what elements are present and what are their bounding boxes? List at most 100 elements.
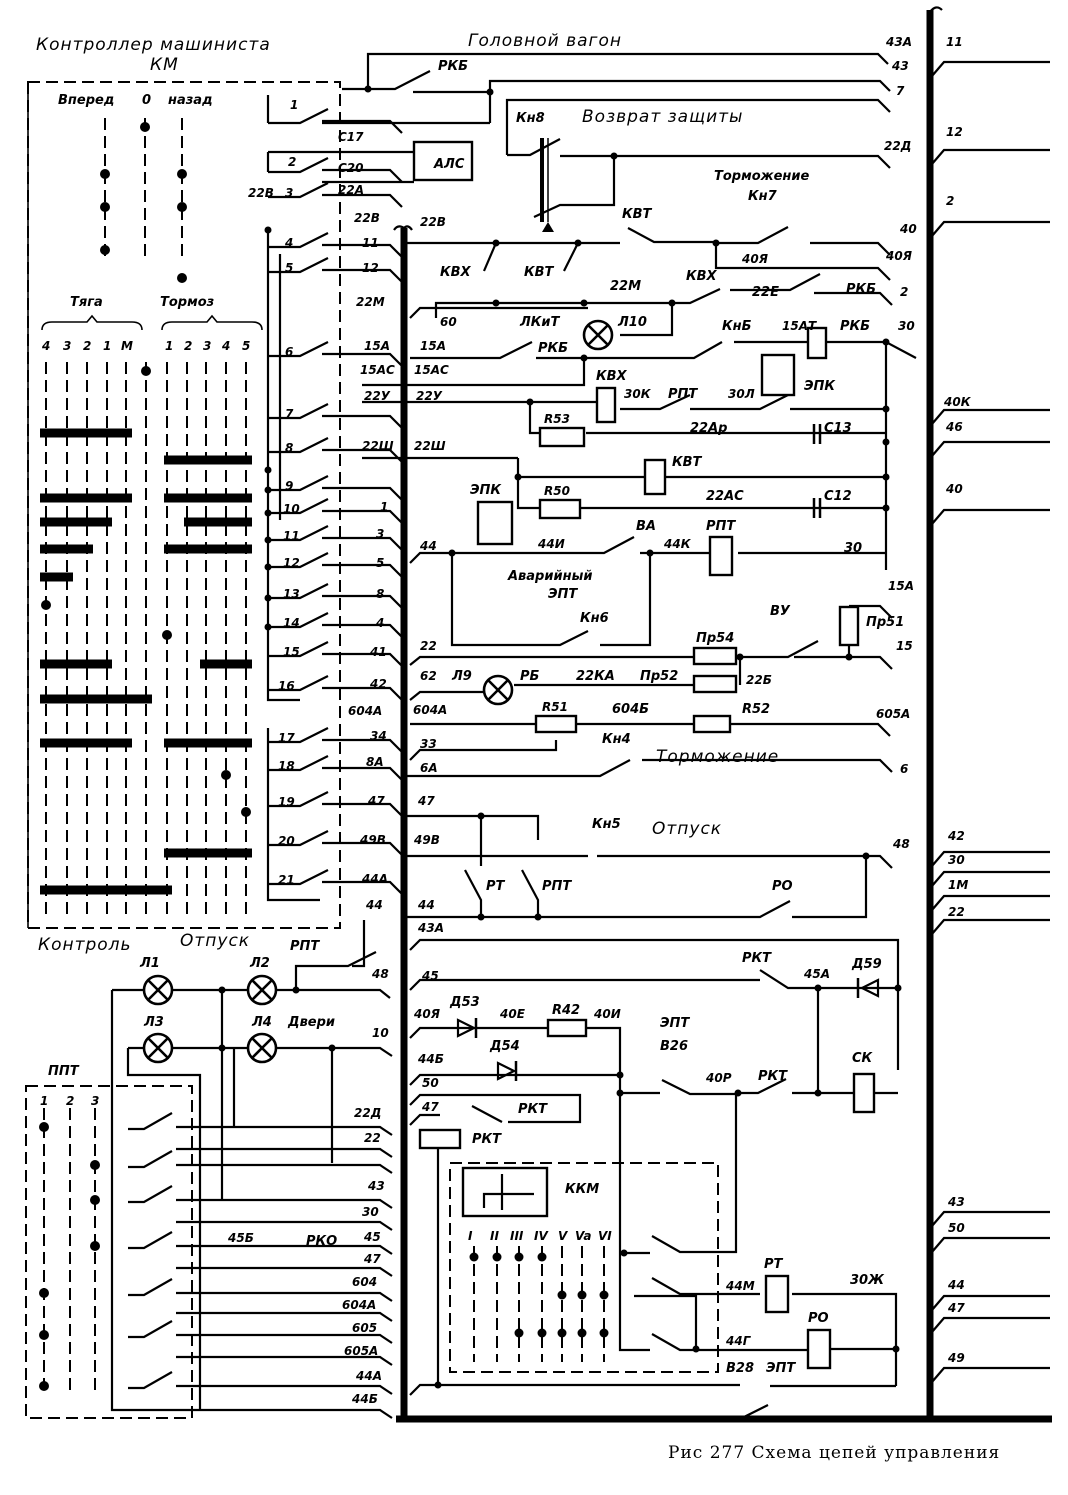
lamp-l3 (142, 1032, 174, 1064)
trainline-wire (931, 1366, 1050, 1383)
controller-contact-switch (268, 108, 329, 125)
controller-contact-link (266, 150, 414, 172)
ppt-contact-switch (128, 1278, 173, 1297)
ppt-output-wire (176, 1311, 393, 1322)
svg-text:22Ш: 22Ш (414, 439, 446, 453)
svg-text:РТ: РТ (764, 1257, 784, 1272)
svg-text:ЭПТ: ЭПТ (766, 1361, 796, 1376)
svg-text:43: 43 (947, 1195, 965, 1209)
controller-contact-switch (268, 612, 329, 629)
svg-text:41: 41 (369, 645, 387, 659)
svg-text:РПТ: РПТ (290, 939, 320, 954)
kkm-frame (449, 1162, 719, 1373)
svg-text:В26: В26 (660, 1039, 688, 1054)
kvh-coil (595, 386, 617, 424)
ppt-output-wire (176, 1244, 393, 1255)
svg-text:44: 44 (947, 1278, 965, 1292)
svg-text:ВУ: ВУ (770, 604, 791, 619)
svg-text:22Д: 22Д (884, 139, 911, 153)
svg-text:15: 15 (283, 645, 300, 659)
svg-text:44Б: 44Б (351, 1392, 378, 1406)
svg-text:8: 8 (376, 587, 384, 601)
controller-contact-wire (322, 766, 403, 781)
svg-text:Торможение: Торможение (656, 747, 779, 767)
lamp-cross (251, 1037, 273, 1059)
svg-text:РКТ: РКТ (742, 951, 772, 966)
svg-text:40: 40 (945, 482, 963, 496)
svg-text:21: 21 (278, 873, 295, 887)
svg-text:1: 1 (380, 500, 388, 514)
controller-contact-wire (322, 738, 403, 753)
lamp-l2 (246, 974, 278, 1006)
svg-text:11: 11 (362, 236, 379, 250)
svg-text:10: 10 (372, 1026, 389, 1040)
ppt-contact-switch (128, 1112, 173, 1131)
svg-text:22В: 22В (354, 211, 380, 225)
svg-text:КВТ: КВТ (622, 207, 653, 222)
svg-text:R51: R51 (542, 700, 568, 714)
svg-text:18: 18 (278, 759, 295, 773)
controller-contact-wire (322, 686, 403, 701)
svg-text:ВА: ВА (636, 519, 656, 534)
wire-labels-left: С17 С20 22А 22В 11 12 22М 15А 15АС 22У 2… (338, 130, 395, 1406)
svg-text:43: 43 (891, 59, 909, 73)
svg-text:22Ар: 22Ар (690, 421, 727, 436)
controller-contact-switch (268, 498, 329, 515)
controller-contact-switch (268, 675, 329, 692)
ppt-output-wire (176, 1355, 393, 1366)
svg-text:40К: 40К (943, 395, 972, 409)
svg-text:С20: С20 (338, 161, 364, 175)
controller-contact-switch (268, 552, 329, 569)
controller-title: Контроллер машиниста (36, 35, 271, 55)
svg-text:5: 5 (285, 261, 293, 275)
trainline-wire (931, 60, 1050, 77)
svg-text:ЭПТ: ЭПТ (548, 587, 578, 602)
svg-text:15А: 15А (888, 579, 914, 593)
svg-text:43А: 43А (885, 35, 912, 49)
lamp-wire (294, 920, 377, 990)
svg-text:РКТ: РКТ (472, 1132, 502, 1147)
svg-text:8: 8 (285, 441, 293, 455)
brake-label: Тормоз (160, 295, 214, 310)
svg-text:С12: С12 (824, 489, 852, 504)
ppt-output-wire (176, 1291, 393, 1302)
svg-text:30Ж: 30Ж (850, 1273, 885, 1288)
lamp-cross (251, 979, 273, 1001)
r51-resistor (534, 714, 578, 734)
svg-text:22В: 22В (248, 186, 274, 200)
svg-text:1М: 1М (948, 878, 968, 892)
junction-dot (264, 486, 272, 494)
reverser-drum (100, 118, 187, 283)
pr54-fuse (692, 646, 738, 666)
svg-text:20: 20 (278, 834, 295, 848)
svg-text:РКО: РКО (306, 1234, 337, 1249)
svg-text:Д54: Д54 (489, 1039, 520, 1054)
pr52-fuse (692, 674, 738, 694)
svg-text:22А: 22А (338, 183, 364, 197)
ppt-position-2: 2 (66, 1094, 74, 1108)
svg-text:РКБ: РКБ (840, 319, 870, 334)
rpt-coil (708, 535, 734, 577)
controller-contact-switch (268, 403, 329, 420)
svg-text:Возврат защиты: Возврат защиты (582, 107, 743, 127)
ppt-output-wire (176, 1125, 393, 1136)
svg-text:3: 3 (376, 527, 384, 541)
wire-labels-right-of-left-bus: 22В 60 15А 15АС 22У 22Ш 44 22 62 604А 33… (413, 215, 457, 1114)
svg-text:49В: 49В (413, 833, 440, 847)
section-titles: Головной вагон Возврат защиты Торможение… (38, 31, 810, 1030)
svg-text:22КА: 22КА (576, 669, 615, 684)
lamp-cross (147, 979, 169, 1001)
svg-text:44К: 44К (663, 537, 692, 551)
svg-text:22Д: 22Д (354, 1106, 381, 1120)
svg-text:22У: 22У (416, 389, 443, 403)
svg-text:КВТ: КВТ (672, 455, 703, 470)
junction-dot (264, 594, 272, 602)
svg-text:11: 11 (283, 529, 300, 543)
direction-zero: 0 (142, 93, 151, 108)
trainline-wire (931, 440, 1050, 457)
ppt-output-wire (176, 1198, 393, 1209)
svg-text:15А: 15А (364, 339, 390, 353)
svg-text:49В: 49В (359, 833, 386, 847)
junction-dot (264, 563, 272, 571)
